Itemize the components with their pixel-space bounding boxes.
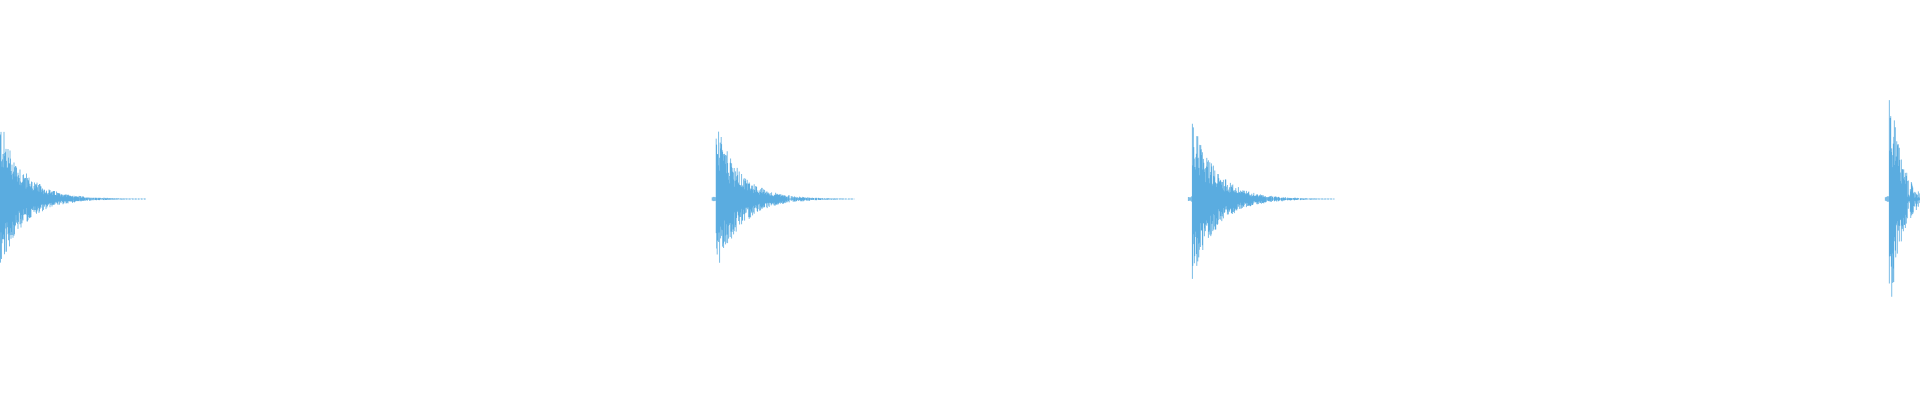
waveform-samples-3 bbox=[1187, 123, 1335, 279]
waveform-burst-4 bbox=[1884, 100, 1920, 297]
waveform-burst-3 bbox=[1187, 123, 1335, 279]
waveform-bursts bbox=[0, 100, 1920, 297]
waveform-samples-2 bbox=[711, 131, 855, 263]
waveform-burst-2 bbox=[711, 131, 855, 263]
waveform-burst-1 bbox=[0, 131, 146, 263]
waveform-samples-1 bbox=[0, 131, 146, 263]
waveform-samples-4 bbox=[1884, 100, 1920, 297]
